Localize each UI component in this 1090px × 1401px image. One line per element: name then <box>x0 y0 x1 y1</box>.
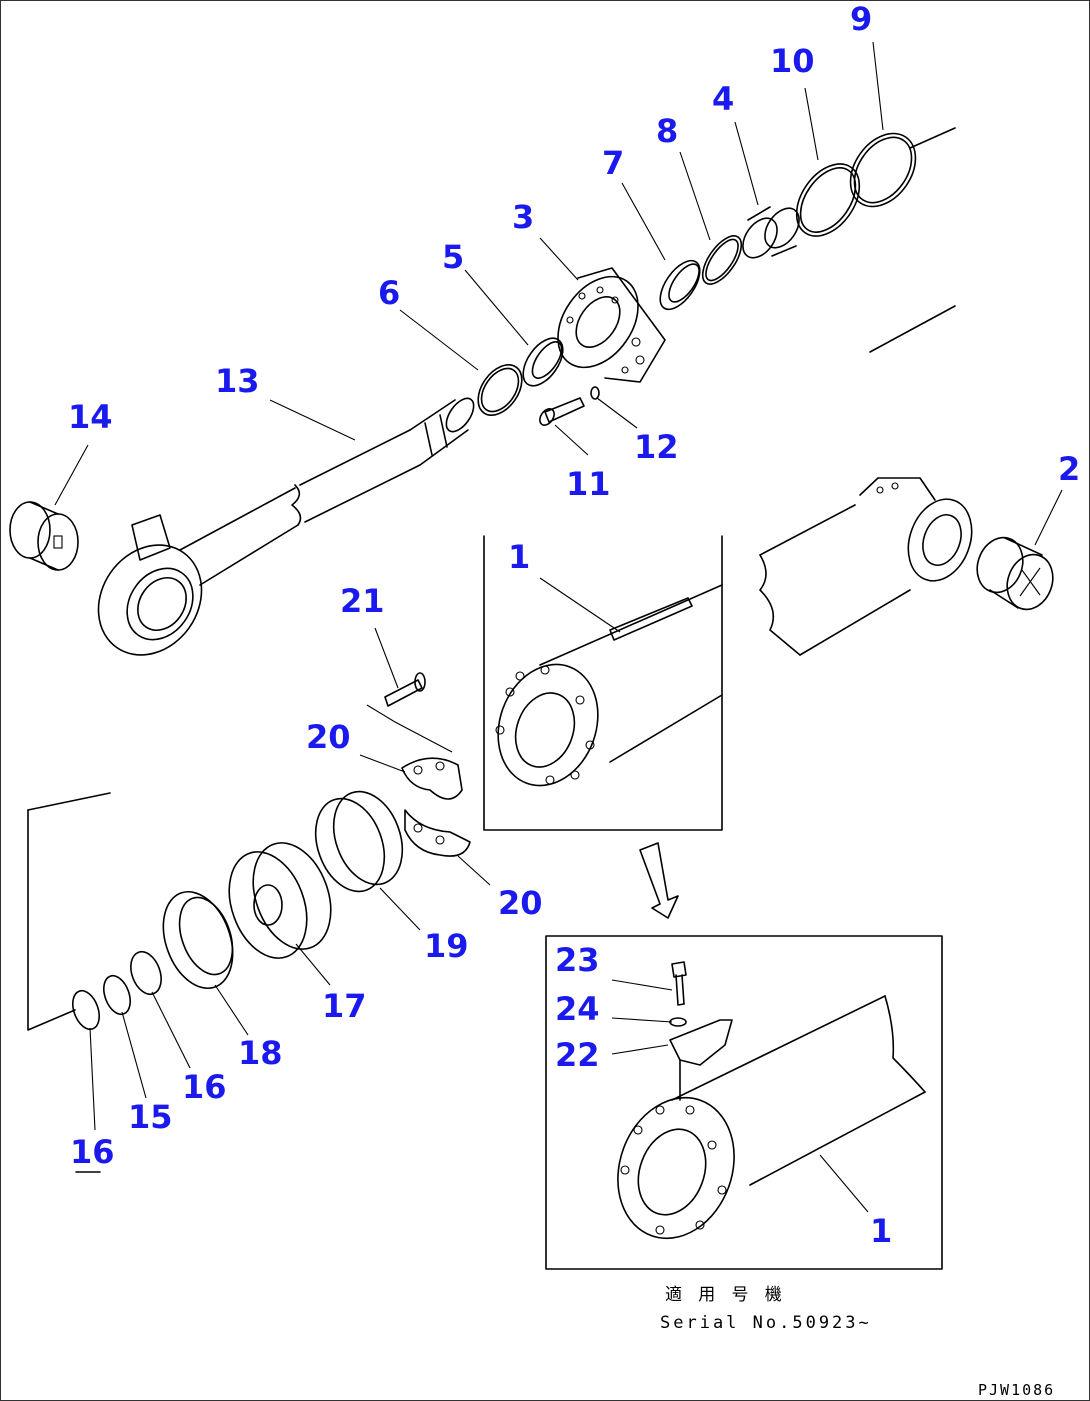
part-19-wear-ring <box>314 790 404 893</box>
callout-leader-lines <box>54 41 1063 1213</box>
callout-11: 11 <box>566 465 611 503</box>
callout-20-lower: 20 <box>498 884 543 922</box>
callout-15: 15 <box>128 1098 173 1136</box>
callout-21: 21 <box>340 582 385 620</box>
callout-9: 9 <box>850 0 872 38</box>
leader-guide-lines <box>27 792 111 1173</box>
part-3-cylinder-head <box>557 267 666 383</box>
callout-18: 18 <box>238 1034 283 1072</box>
arrow-down-indicator <box>639 842 679 919</box>
part-12-washer <box>590 386 600 400</box>
part-4-bushing <box>742 206 800 259</box>
part-10-backup-ring <box>795 163 861 237</box>
callout-16-lower: 16 <box>70 1133 115 1171</box>
callout-labels: 9 10 4 8 7 3 5 6 13 14 12 11 2 1 21 20 2… <box>68 0 1080 1250</box>
callout-12: 12 <box>634 428 679 466</box>
callout-16-upper: 16 <box>182 1068 227 1106</box>
part-18-piston-ring <box>162 890 234 990</box>
part-5-dust-seal <box>522 337 564 387</box>
callout-20-upper: 20 <box>306 718 351 756</box>
callout-24: 24 <box>555 990 600 1028</box>
callout-23: 23 <box>555 941 600 979</box>
part-21-bolt <box>366 672 453 753</box>
callout-1-tube: 1 <box>508 538 530 576</box>
part-14-bushing <box>9 501 79 571</box>
callout-5: 5 <box>442 238 464 276</box>
callout-3: 3 <box>512 198 534 236</box>
callout-1-inset: 1 <box>870 1212 892 1250</box>
part-15-o-ring <box>103 974 131 1016</box>
callout-22: 22 <box>555 1036 600 1074</box>
part-20-piston-nut-lower <box>404 809 471 857</box>
part-17-piston <box>228 842 332 959</box>
callout-19: 19 <box>424 927 469 965</box>
cylinder-tube-upper <box>759 305 973 656</box>
part-11-bolt <box>539 397 585 426</box>
callout-7: 7 <box>602 144 624 182</box>
callout-4: 4 <box>712 80 734 118</box>
callout-14: 14 <box>68 398 113 436</box>
callout-17: 17 <box>322 987 367 1025</box>
part-2-bushing <box>976 536 1054 611</box>
part-6-snap-ring <box>477 364 523 416</box>
part-20-piston-nut-upper <box>401 757 463 800</box>
inset-caption-serial: Serial No.50923~ <box>660 1313 872 1333</box>
inset-serial-detail <box>545 935 943 1270</box>
callout-8: 8 <box>656 112 678 150</box>
part-8-snap-ring <box>701 235 743 285</box>
part-7-rod-seal <box>659 259 701 311</box>
inset-caption-japanese: 適 用 号 機 <box>665 1285 785 1305</box>
callout-2: 2 <box>1058 450 1080 488</box>
part-13-piston-rod <box>97 397 475 656</box>
callout-6: 6 <box>378 274 400 312</box>
part-9-o-ring <box>849 127 956 208</box>
part-16-backup-ring-a <box>130 950 162 996</box>
callout-10: 10 <box>770 42 815 80</box>
inset-tube-detail <box>483 535 723 831</box>
callout-13: 13 <box>215 362 260 400</box>
drawing-code: PJW1086 <box>978 1381 1055 1399</box>
part-16-backup-ring-b <box>72 989 100 1031</box>
